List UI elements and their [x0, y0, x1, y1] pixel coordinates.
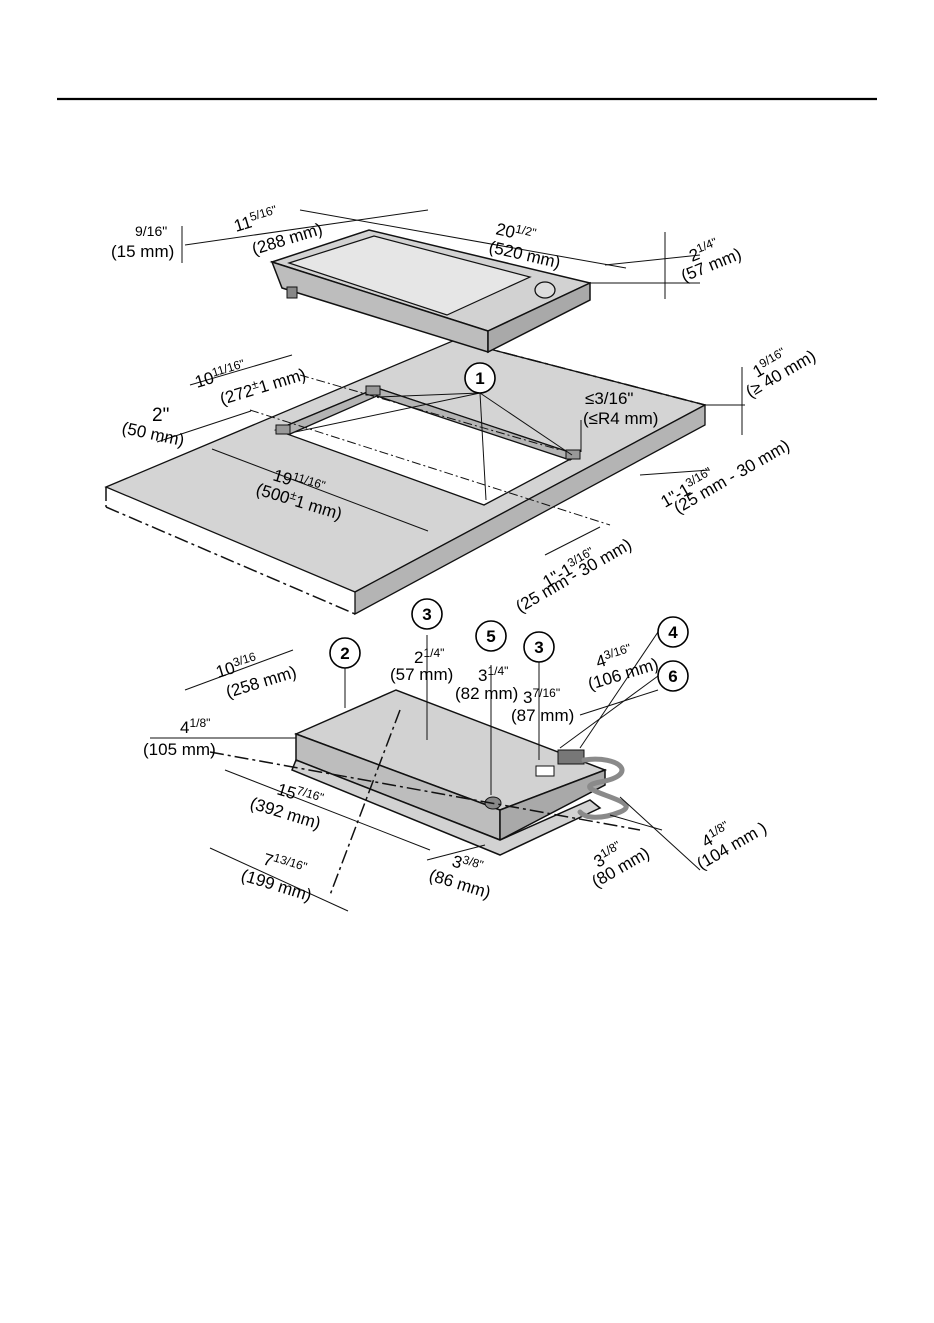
housing-depth-label: 103/16 — [213, 649, 260, 682]
dimension-lines — [150, 209, 745, 912]
callout-3a: 3 — [411, 598, 443, 630]
clip-back-right — [565, 449, 581, 460]
svg-text:5: 5 — [486, 627, 495, 646]
callout-3b: 3 — [523, 631, 555, 663]
device-glass-panel — [287, 235, 532, 316]
callout-1: 1 — [464, 362, 496, 394]
housing-front — [499, 768, 606, 842]
dev-depth-label: 115/16" — [231, 203, 280, 236]
housing-h2-mm: (82 mm) — [455, 684, 518, 703]
housing-flange — [291, 759, 602, 856]
control-knob — [534, 281, 556, 299]
clip-back-left — [365, 385, 381, 396]
svg-text:3: 3 — [534, 638, 543, 657]
housing-h1-mm: (57 mm) — [390, 665, 453, 684]
callout-6: 6 — [657, 660, 689, 692]
callout-4: 4 — [657, 616, 689, 648]
gap-front-mm: (25 mm - 30 mm) — [513, 535, 635, 617]
connector-box — [557, 749, 585, 765]
svg-text:2: 2 — [340, 644, 349, 663]
svg-text:1: 1 — [475, 369, 484, 388]
top-lip-label: 9/16" — [135, 223, 167, 239]
dev-width-label: 201/2" — [494, 217, 538, 246]
housing-h1-label: 21/4" — [414, 646, 444, 667]
svg-text:4: 4 — [668, 623, 678, 642]
callout-5: 5 — [475, 620, 507, 652]
front-dist-label: 2" — [152, 405, 169, 426]
countertop — [104, 339, 707, 616]
power-cable — [577, 756, 629, 820]
device-foot — [286, 286, 298, 299]
callout-2: 2 — [329, 637, 361, 669]
cooktop-device — [269, 229, 593, 354]
radius-mm: (≤R4 mm) — [583, 409, 658, 428]
clip-front-left — [275, 424, 291, 435]
device-front — [487, 281, 591, 354]
housing-h3-mm: (87 mm) — [511, 706, 574, 725]
housing-h3-label: 37/16" — [523, 686, 560, 707]
housing — [209, 689, 641, 896]
countertop-front-face — [354, 403, 706, 616]
top-lip-mm: (15 mm) — [111, 242, 174, 261]
housing-side-mm: (105 mm) — [143, 740, 216, 759]
housing-h2-label: 31/4" — [478, 664, 508, 685]
svg-text:6: 6 — [668, 667, 677, 686]
radius-label: ≤3/16" — [585, 389, 633, 408]
svg-text:3: 3 — [422, 605, 431, 624]
foot-offset-mm: (86 mm) — [427, 866, 493, 903]
housing-side-label: 41/8" — [180, 716, 210, 737]
terminal-block — [535, 765, 555, 777]
